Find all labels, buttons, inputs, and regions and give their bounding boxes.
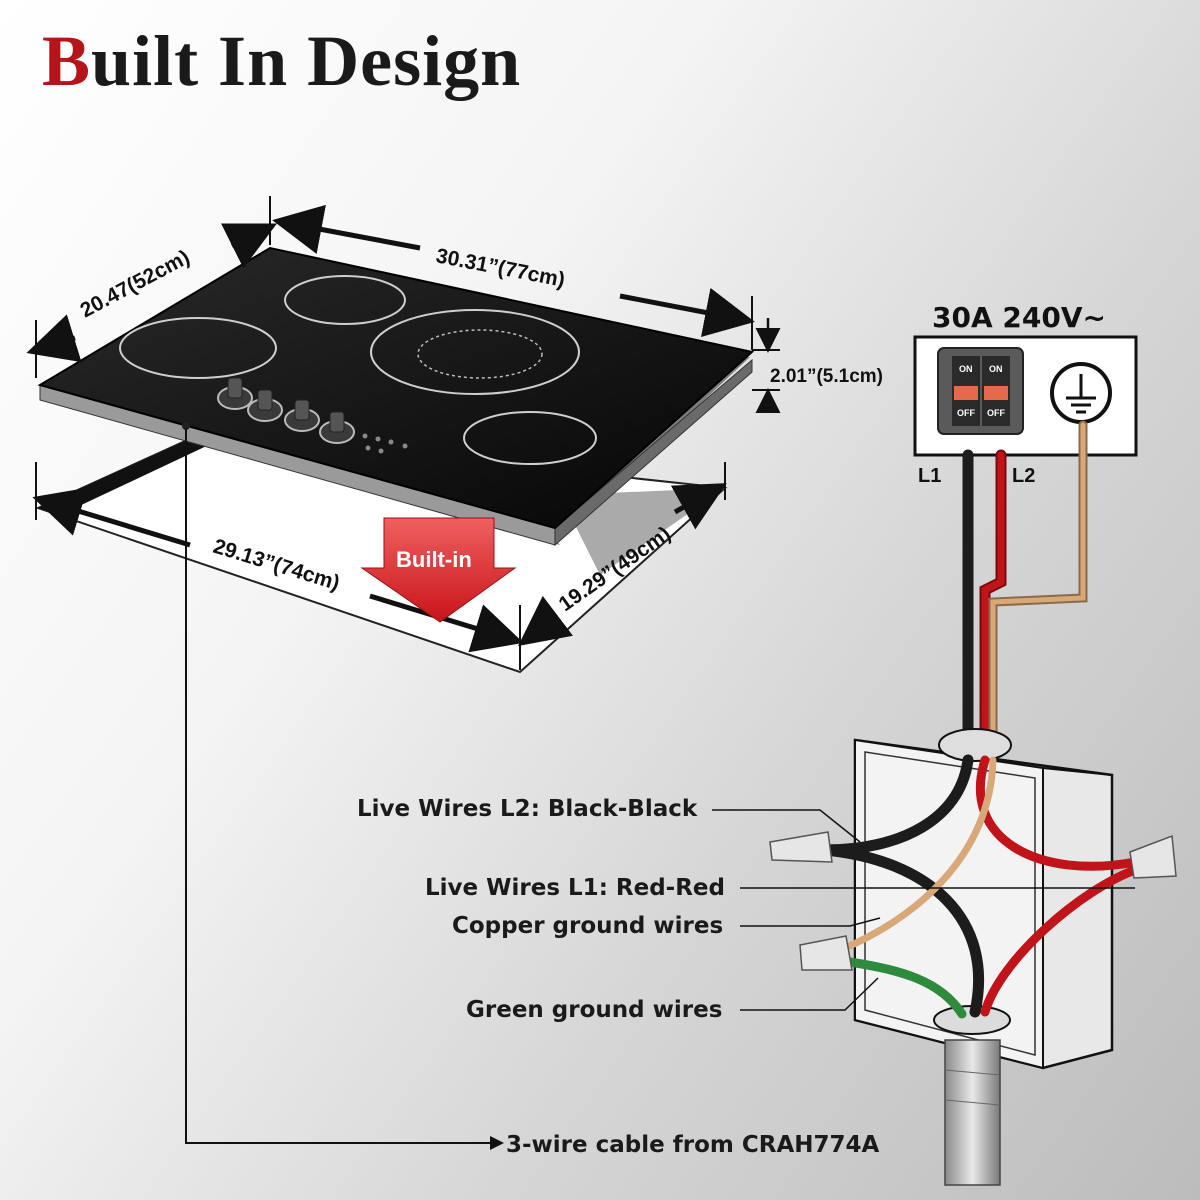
cable-entry-dot — [182, 422, 190, 430]
ground-symbol-icon — [1050, 362, 1112, 424]
breaker-off-2: OFF — [987, 408, 1005, 418]
burner-back-left — [284, 275, 406, 325]
callout-copper: Copper ground wires — [452, 913, 723, 939]
callout-green: Green ground wires — [466, 997, 722, 1023]
conduit-pipe — [944, 1039, 1001, 1186]
cable-routing-line — [185, 428, 504, 1150]
supply-wires — [962, 420, 1088, 766]
page-title: Built In Design — [42, 20, 521, 103]
burner-front-left — [119, 317, 277, 379]
power-rating: 30A 240V~ — [932, 301, 1106, 334]
burner-large-outer — [370, 309, 580, 395]
label-l1: L1 — [918, 465, 941, 487]
callout-l2: Live Wires L2: Black-Black — [357, 796, 698, 822]
label-l2: L2 — [1012, 465, 1035, 487]
built-in-arrow — [360, 517, 517, 623]
callout-cable: 3-wire cable from CRAH774A — [506, 1132, 880, 1158]
title-first-letter: B — [42, 21, 92, 101]
breaker-on-2: ON — [989, 364, 1003, 374]
box-wires — [819, 754, 1140, 1019]
wire-nuts — [769, 831, 1177, 971]
burner-large-inner — [417, 329, 543, 379]
callout-l1: Live Wires L1: Red-Red — [425, 875, 725, 901]
control-knobs — [217, 377, 355, 444]
breaker-on-1: ON — [959, 364, 973, 374]
title-rest: uilt In Design — [91, 21, 522, 101]
dim-height: 2.01”(5.1cm) — [770, 366, 883, 387]
burner-front-right — [463, 411, 597, 465]
breaker-off-1: OFF — [957, 408, 975, 418]
built-in-label: Built-in — [396, 547, 472, 572]
touch-indicators — [362, 433, 408, 454]
dim-width-top: 30.31”(77cm) — [434, 244, 567, 292]
cooktop — [37, 246, 755, 547]
callout-lines — [712, 809, 1135, 1011]
